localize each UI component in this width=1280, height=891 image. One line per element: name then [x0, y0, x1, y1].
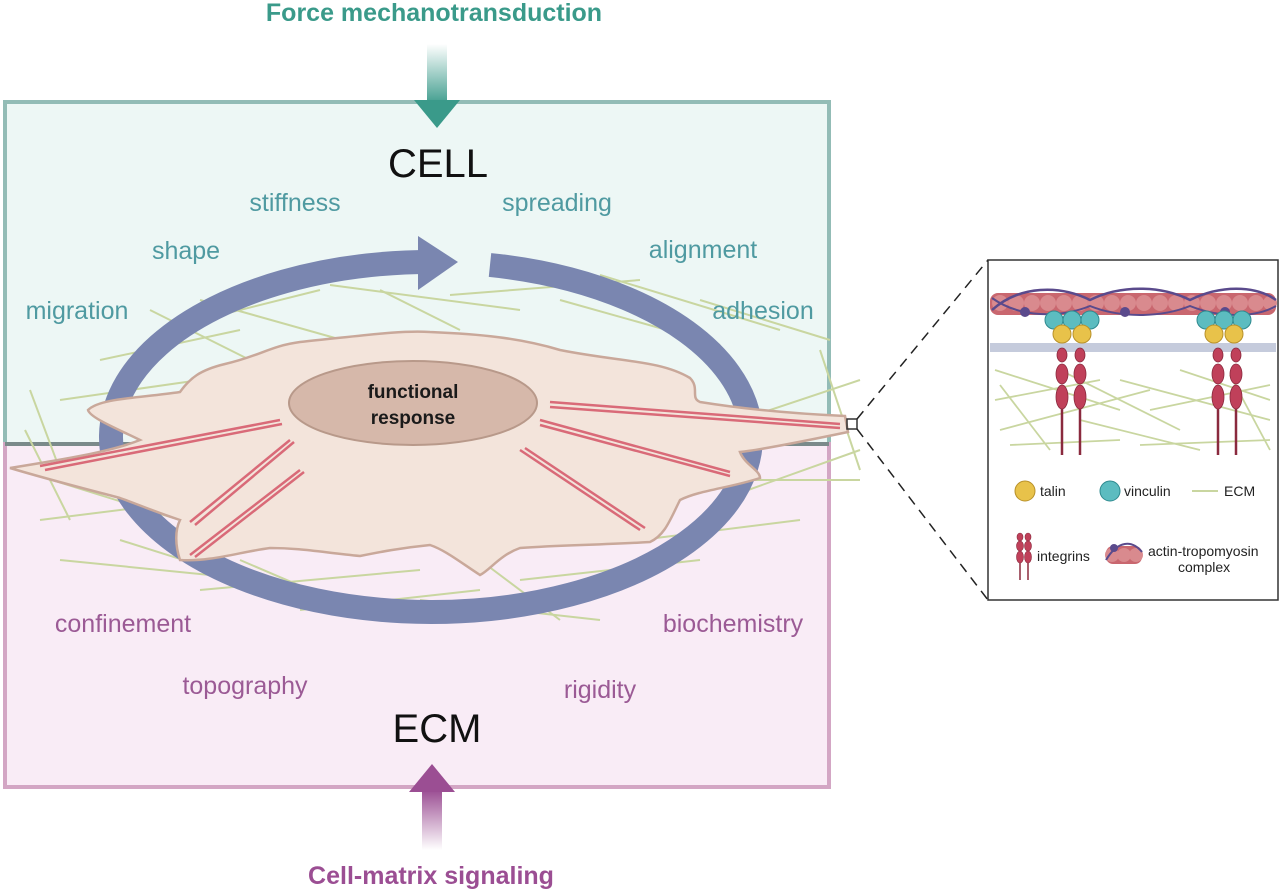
cell-body — [9, 330, 850, 577]
inset-membrane — [990, 343, 1276, 352]
label-shape: shape — [152, 237, 220, 265]
label-topography: topography — [182, 672, 308, 700]
integrin-icon — [1016, 532, 1032, 580]
functional-response-line1: functional — [368, 382, 459, 403]
legend-actin-line2: complex — [1178, 559, 1230, 575]
force-mechanotransduction-heading: Force mechanotransduction — [266, 0, 602, 27]
zoom-marker — [846, 418, 858, 430]
zoom-line-bottom — [856, 428, 989, 601]
force-arrow — [414, 44, 460, 128]
legend-actin-line1: actin-tropomyosin — [1148, 543, 1259, 559]
nucleus — [288, 360, 538, 446]
label-migration: migration — [26, 297, 129, 325]
cycle-arrowhead — [418, 236, 458, 290]
legend-vinculin: vinculin — [1124, 483, 1171, 499]
focal-adhesion-left — [1044, 310, 1100, 455]
label-alignment: alignment — [649, 236, 757, 264]
cell-title: CELL — [388, 142, 488, 186]
legend-talin: talin — [1040, 483, 1066, 499]
legend: talin vinculin ECM integrins — [1014, 480, 1259, 580]
zoom-inset: talin vinculin ECM integrins — [987, 259, 1279, 601]
ecm-title: ECM — [393, 707, 482, 751]
actin-tropomyosin-icon — [1105, 542, 1143, 564]
stress-fibers — [39, 400, 841, 558]
label-confinement: confinement — [55, 610, 191, 638]
talin-icon — [1014, 480, 1036, 502]
legend-integrins: integrins — [1037, 548, 1090, 564]
zoom-line-top — [856, 259, 989, 420]
legend-ecm: ECM — [1224, 483, 1255, 499]
label-spreading: spreading — [502, 189, 612, 217]
signaling-arrow — [409, 764, 455, 850]
cycle-ring — [99, 250, 763, 624]
functional-response-line2: response — [371, 408, 455, 429]
inset-actin-band — [990, 287, 1277, 317]
vinculin-icon — [1099, 480, 1121, 502]
label-adhesion: adhesion — [712, 297, 813, 325]
cell-matrix-signaling-heading: Cell-matrix signaling — [308, 862, 554, 890]
label-stiffness: stiffness — [249, 189, 340, 217]
label-rigidity: rigidity — [564, 676, 637, 704]
label-biochemistry: biochemistry — [663, 610, 804, 638]
focal-adhesion-right — [1196, 310, 1252, 455]
